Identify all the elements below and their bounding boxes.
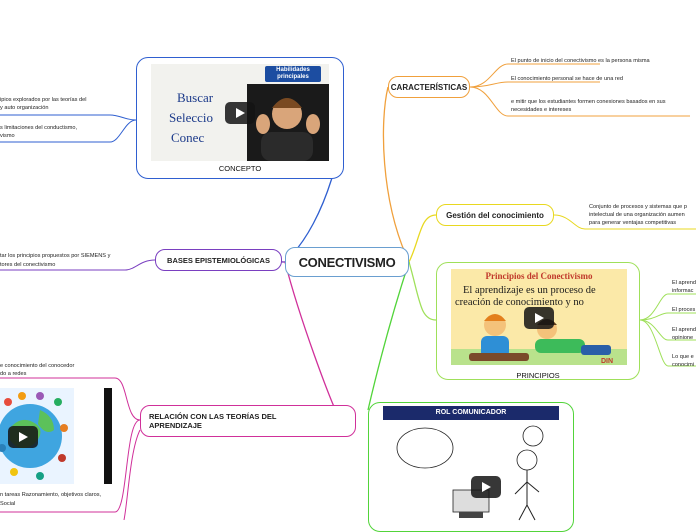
caracteristicas-item-1: El punto de inicio del conectivismo es l…: [511, 58, 650, 64]
play-button-icon[interactable]: [524, 307, 554, 329]
rol-video[interactable]: ROL COMUNICADOR: [383, 406, 559, 523]
principios-item-6: Lo que e: [672, 354, 694, 360]
principios-card[interactable]: Principios del Conectivismo El aprendiza…: [436, 262, 640, 380]
gestion-item-1: Conjunto de procesos y sistemas que p: [589, 204, 687, 210]
play-button-icon[interactable]: [8, 426, 38, 448]
principios-video-title: Principios del Conectivismo: [485, 271, 593, 281]
branch-bases-label: BASES EPISTEMIOLÓGICAS: [167, 255, 270, 265]
play-button-icon[interactable]: [471, 476, 501, 498]
branch-relacion-label-1: RELACIÓN CON LAS TEORÍAS DEL: [149, 412, 277, 421]
principios-item-2: informac: [672, 288, 694, 294]
concepto-video[interactable]: Habilidades principales Buscar Seleccio …: [151, 64, 329, 161]
caracteristicas-item-2: El conocimiento personal se hace de una …: [511, 76, 623, 82]
gestion-item-3: para generar ventajas competitivas: [589, 220, 677, 226]
relacion-item-3: n tareas Razonamiento, objetivos claros,: [0, 492, 102, 498]
concepto-item-1: ipios explorados por las teorías del: [0, 97, 87, 103]
principios-item-1: El aprend: [672, 280, 696, 286]
principios-item-7: conocimi: [672, 362, 695, 368]
video-word-3: Conec: [171, 130, 205, 145]
principios-video[interactable]: Principios del Conectivismo El aprendiza…: [451, 269, 627, 365]
video-badge-line-1: Habilidades: [276, 67, 310, 73]
presenter-illustration: [247, 84, 329, 161]
central-topic[interactable]: CONECTIVISMO: [285, 247, 409, 277]
rol-video-header: [383, 406, 559, 420]
video-badge: Habilidades principales: [265, 66, 321, 82]
play-button-icon[interactable]: [225, 102, 255, 124]
branch-relacion-label-2: APRENDIZAJE: [149, 421, 202, 430]
bases-item-1: tar los principios propuestos por SIEMEN…: [0, 253, 111, 259]
video-word-1: Buscar: [177, 90, 214, 105]
principios-video-text-2: creación de conocimiento y no: [455, 297, 584, 308]
principios-item-5: opinione: [672, 335, 694, 341]
gestion-item-2: intelectual de una organización aumen: [589, 212, 685, 218]
rol-video-title: ROL COMUNICADOR: [435, 409, 507, 416]
relacion-item-2: do a redes: [0, 371, 27, 377]
central-topic-label: CONECTIVISMO: [298, 254, 396, 270]
principios-item-4: El aprend: [672, 327, 696, 333]
principios-item-3: El proces: [672, 307, 696, 313]
principios-caption: PRINCIPIOS: [516, 371, 560, 380]
video-badge-line-2: principales: [277, 74, 309, 80]
svg-text:DIN: DIN: [601, 358, 613, 365]
principios-video-text-1: El aprendizaje es un proceso de: [463, 285, 596, 296]
concepto-card[interactable]: Habilidades principales Buscar Seleccio …: [136, 57, 344, 179]
bases-item-2: tores del conectivismo: [0, 262, 56, 268]
branch-bases[interactable]: BASES EPISTEMIOLÓGICAS: [155, 249, 282, 271]
caracteristicas-item-3: e mitir que los estudiantes formen conex…: [511, 99, 666, 105]
concepto-item-2: y auto organización: [0, 105, 49, 111]
communicator-illustration: [396, 425, 544, 521]
video-word-2: Seleccio: [169, 110, 214, 125]
branch-gestion-label: Gestión del conocimiento: [446, 210, 544, 220]
branch-relacion[interactable]: RELACIÓN CON LAS TEORÍAS DEL APRENDIZAJE: [140, 405, 356, 437]
concepto-item-3: s limitaciones del conductismo,: [0, 125, 78, 131]
relacion-video[interactable]: [0, 388, 74, 484]
caracteristicas-item-4: necesidades e intereses: [511, 107, 572, 113]
branch-caracteristicas[interactable]: CARACTERÍSTICAS: [388, 76, 470, 98]
relacion-item-1: e conocimiento del conocedor: [0, 363, 75, 369]
relacion-item-4: Social: [0, 501, 16, 507]
branch-gestion[interactable]: Gestión del conocimiento: [436, 204, 554, 226]
concepto-item-4: vismo: [0, 133, 15, 139]
rol-card[interactable]: ROL COMUNICADOR: [368, 402, 574, 532]
branch-caracteristicas-label: CARACTERÍSTICAS: [390, 82, 468, 92]
concepto-caption: CONCEPTO: [218, 164, 262, 173]
relacion-video-edge: [104, 388, 112, 484]
